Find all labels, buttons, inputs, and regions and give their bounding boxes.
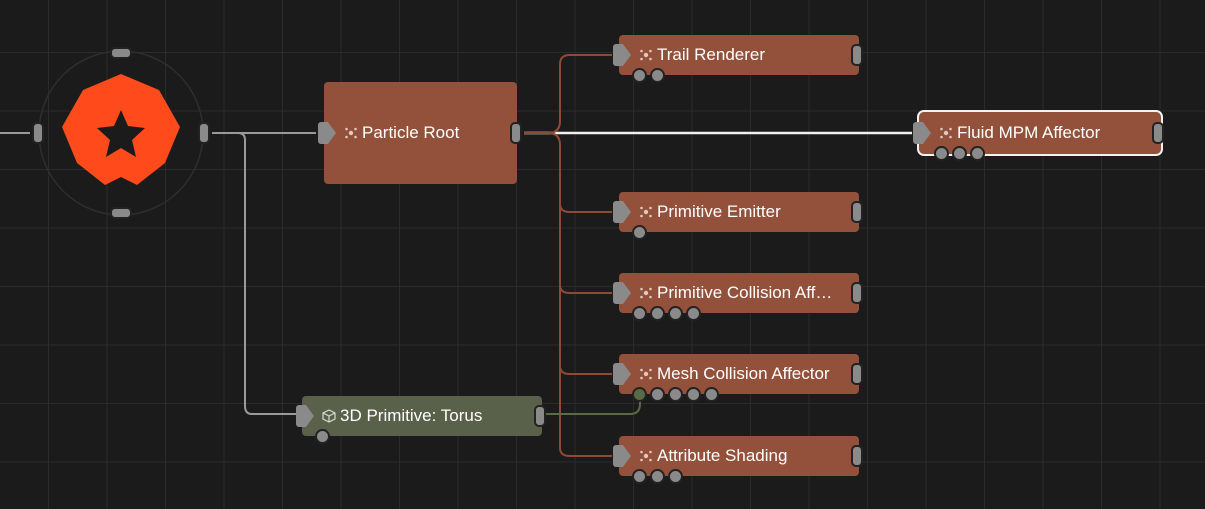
attachment-port[interactable]	[650, 306, 665, 321]
output-port[interactable]	[510, 122, 522, 144]
particle-icon	[640, 450, 652, 462]
input-port[interactable]	[613, 363, 631, 385]
node-label: Primitive Collision Aff…	[657, 283, 833, 302]
output-port[interactable]	[534, 405, 546, 427]
hub-port-top[interactable]	[110, 47, 132, 59]
attachment-port[interactable]	[632, 68, 647, 83]
node-primitive-emitter[interactable]: Primitive Emitter	[613, 192, 863, 232]
wire-to-emitter	[559, 203, 612, 213]
attachment-port[interactable]	[668, 306, 683, 321]
input-port[interactable]	[318, 122, 336, 144]
attachment-port[interactable]	[704, 387, 719, 402]
attachment-port[interactable]	[650, 469, 665, 484]
attachment-port[interactable]	[952, 146, 967, 161]
input-port[interactable]	[613, 201, 631, 223]
node-label: Primitive Emitter	[657, 202, 781, 221]
particle-icon	[640, 49, 652, 61]
wire-primitive-to-mesh	[546, 396, 641, 415]
node-label: Mesh Collision Affector	[657, 364, 830, 383]
input-port[interactable]	[613, 445, 631, 467]
attachment-port[interactable]	[650, 68, 665, 83]
node-particle-root[interactable]: Particle Root	[318, 82, 522, 184]
node-label: Fluid MPM Affector	[957, 123, 1101, 142]
node-label: Attribute Shading	[657, 446, 788, 465]
node-primitive-collision-affector[interactable]: Primitive Collision Aff…	[613, 273, 863, 313]
attachment-port[interactable]	[970, 146, 985, 161]
attachment-port[interactable]	[668, 387, 683, 402]
particle-icon	[345, 127, 357, 139]
hub-port-left[interactable]	[32, 122, 44, 144]
attachment-port[interactable]	[632, 225, 647, 240]
particle-icon	[640, 287, 652, 299]
node-mesh-collision-affector[interactable]: Mesh Collision Affector	[613, 354, 863, 394]
input-port[interactable]	[296, 405, 314, 427]
attachment-port[interactable]	[632, 469, 647, 484]
output-port[interactable]	[851, 282, 863, 304]
wire-to-prim-collision	[559, 284, 612, 294]
particle-icon	[640, 368, 652, 380]
node-attribute-shading[interactable]: Attribute Shading	[613, 436, 863, 476]
attachment-ports	[934, 146, 985, 161]
hub-node[interactable]	[32, 47, 210, 219]
logo-star-icon	[38, 50, 204, 216]
input-port[interactable]	[913, 122, 931, 144]
attachment-ports	[632, 306, 701, 321]
node-3d-primitive-torus[interactable]: 3D Primitive: Torus	[296, 396, 546, 436]
output-port[interactable]	[851, 363, 863, 385]
attachment-port[interactable]	[686, 306, 701, 321]
attachment-ports	[315, 429, 330, 444]
output-port[interactable]	[851, 201, 863, 223]
attachment-ports	[632, 68, 665, 83]
wire-to-mesh-collision	[559, 365, 612, 375]
cube-icon	[322, 409, 336, 423]
attachment-ports	[632, 387, 719, 402]
attachment-port[interactable]	[650, 387, 665, 402]
input-port[interactable]	[613, 44, 631, 66]
input-port[interactable]	[613, 282, 631, 304]
attachment-port[interactable]	[632, 387, 647, 402]
attachment-port[interactable]	[632, 306, 647, 321]
output-port[interactable]	[1152, 122, 1164, 144]
attachment-port[interactable]	[686, 387, 701, 402]
hub-port-right[interactable]	[198, 122, 210, 144]
output-port[interactable]	[851, 44, 863, 66]
wire-hub-to-primitive	[212, 132, 296, 415]
node-label: 3D Primitive: Torus	[340, 406, 483, 425]
particle-icon	[940, 127, 952, 139]
attachment-ports	[632, 225, 647, 240]
output-port[interactable]	[851, 445, 863, 467]
wire-root-trunk	[524, 54, 612, 134]
node-label: Trail Renderer	[657, 45, 766, 64]
attachment-port[interactable]	[315, 429, 330, 444]
attachment-port[interactable]	[934, 146, 949, 161]
attachment-ports	[632, 469, 683, 484]
hub-port-bottom[interactable]	[110, 207, 132, 219]
node-label: Particle Root	[362, 123, 460, 142]
attachment-port[interactable]	[668, 469, 683, 484]
particle-icon	[640, 206, 652, 218]
